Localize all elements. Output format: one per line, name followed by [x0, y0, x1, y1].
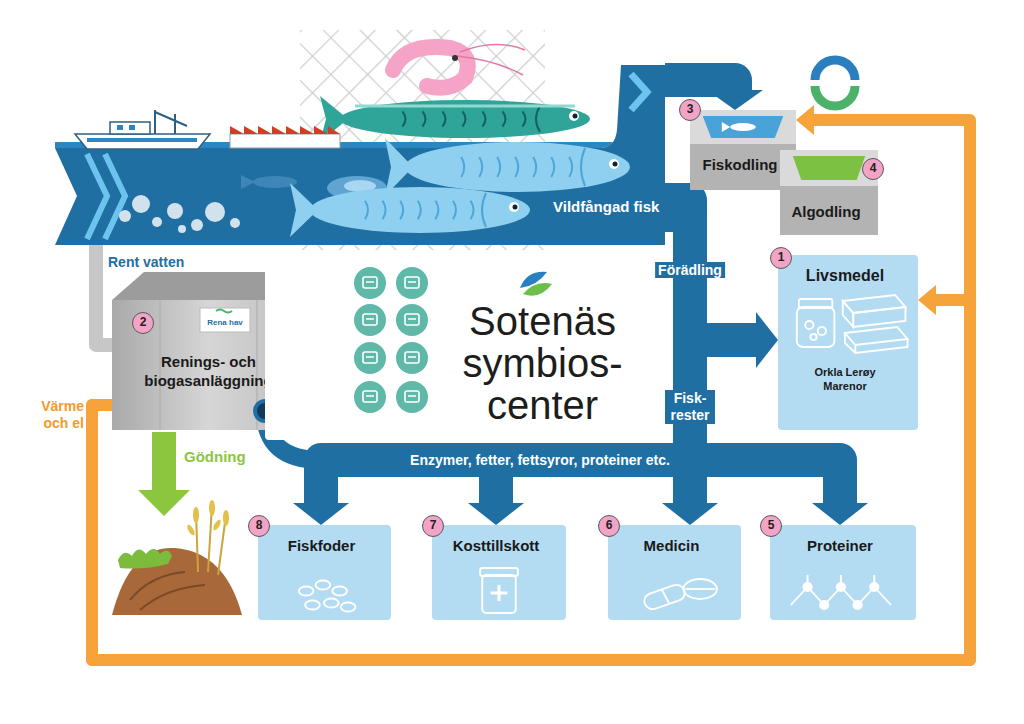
fertilizer-arrow	[138, 432, 190, 516]
fishfarm-logo	[815, 60, 855, 106]
node-title: Rena hav	[200, 318, 250, 327]
flow-label: Förädling	[655, 262, 725, 278]
callout-number: 1	[770, 247, 792, 269]
callout-number: 3	[679, 99, 701, 121]
product-box: Proteiner	[770, 525, 916, 620]
shrimp	[393, 44, 525, 87]
node-text: Orkla Lerøy Marenor	[810, 365, 880, 393]
arrowhead	[707, 90, 763, 110]
arrowhead	[918, 285, 936, 315]
factory	[230, 126, 340, 148]
text-label: Gödning	[184, 448, 246, 465]
field	[112, 500, 242, 615]
center-area: Sotenäs symbios- center	[265, 250, 660, 440]
node-title: Vildfångad fisk	[553, 198, 659, 215]
node-title: Fiskfoder	[258, 537, 385, 554]
sea-band: Vildfångad fisk	[55, 30, 665, 245]
ship	[75, 110, 210, 149]
node-title: Medicin	[608, 537, 735, 554]
flow-label: Enzymer, fetter, fettsyror, proteiner et…	[407, 452, 673, 468]
flow-label: Värme och el	[28, 398, 84, 432]
arrowhead	[756, 312, 778, 368]
arrowhead	[662, 503, 718, 525]
node-title: Algodling	[780, 203, 872, 220]
arrowhead	[796, 105, 814, 135]
arrowhead	[293, 503, 349, 525]
callout-number: 7	[422, 515, 444, 537]
flow-label: Rent vatten	[108, 254, 184, 270]
node-title: Kosttillskott	[432, 537, 560, 554]
arrowhead	[812, 503, 868, 525]
node-title: Livsmedel	[778, 267, 912, 285]
node-title: Sotenäs symbios- center	[440, 300, 645, 426]
arrowhead	[468, 503, 524, 525]
product-box: Medicin	[608, 525, 741, 620]
callout-number: 8	[248, 515, 270, 537]
product-box: Fiskfoder	[258, 525, 391, 620]
flow-label: Fisk- rester	[665, 390, 715, 424]
callout-number: 4	[862, 158, 884, 180]
callout-number: 6	[598, 515, 620, 537]
product-box: Kosttillskott	[432, 525, 566, 620]
node-title: Proteiner	[770, 537, 910, 554]
node-title: Fiskodling	[690, 156, 790, 173]
product-box: LivsmedelOrkla Lerøy Marenor	[778, 255, 918, 430]
flow-line	[665, 80, 735, 91]
callout-number: 2	[132, 312, 154, 334]
callout-number: 5	[760, 515, 782, 537]
